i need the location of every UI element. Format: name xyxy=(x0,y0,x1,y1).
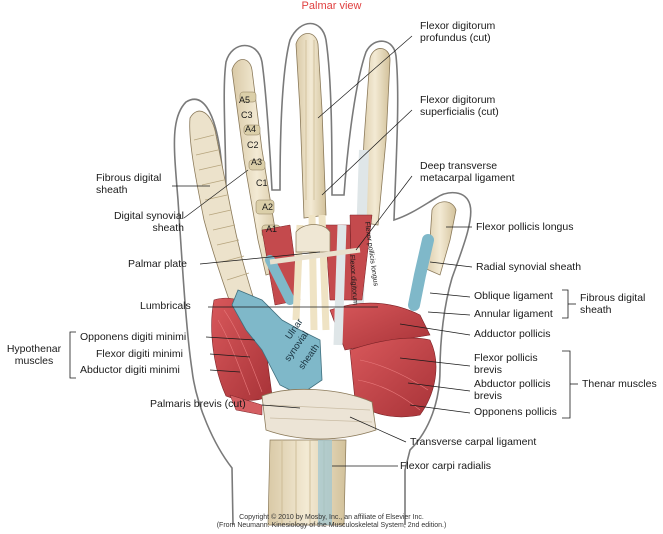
brackets xyxy=(69,289,578,419)
label-line: brevis xyxy=(474,390,503,402)
label-line: Flexor digitorum xyxy=(420,20,496,32)
fpl-label: Flexor pollicis longus xyxy=(476,221,574,233)
fds-tendon-strip xyxy=(333,224,347,346)
fcr-sheath xyxy=(318,440,332,525)
copyright-line-1: Copyright © 2010 by Mosby, Inc., an affi… xyxy=(239,514,424,521)
adm-label: Abductor digiti minimi xyxy=(80,364,180,376)
page-title: Palmar view xyxy=(301,0,362,12)
radial-synovial-sheath-shape xyxy=(408,234,434,311)
label-line: brevis xyxy=(474,364,503,376)
pulley-label: A3 xyxy=(251,157,262,167)
label-line: Hypothenar xyxy=(6,343,62,355)
label-line: sheath xyxy=(152,222,184,234)
tcl-label: Transverse carpal ligament xyxy=(410,436,537,448)
pulley-a2-band xyxy=(255,199,275,215)
pulley-label: C2 xyxy=(247,140,259,150)
pulley-label: A5 xyxy=(239,95,250,105)
label-line: sheath xyxy=(96,184,128,196)
label-line: Fibrous digital xyxy=(96,172,162,184)
palmar-plate-label: Palmar plate xyxy=(128,258,187,270)
label-line: profundus (cut) xyxy=(420,32,491,44)
pulley-label: A4 xyxy=(245,124,256,134)
transverse-carpal-ligament-shape xyxy=(261,388,377,440)
label-line: sheath xyxy=(580,304,612,316)
copyright-line-2: (From Neumann: Kinesiology of the Muscul… xyxy=(216,522,447,529)
label-line: Flexor pollicis xyxy=(474,352,538,364)
label-line: Deep transverse xyxy=(420,160,498,172)
thenar-label: Thenar muscles xyxy=(582,378,657,390)
pulley-a5-band xyxy=(239,91,257,103)
hand-outline xyxy=(173,22,472,526)
label-line: metacarpal ligament xyxy=(420,172,515,184)
pulley-label: C3 xyxy=(241,110,253,120)
adductor-pollicis-label: Adductor pollicis xyxy=(474,328,551,340)
label-line: Fibrous digital xyxy=(580,292,646,304)
label-line: Digital synovial xyxy=(113,210,184,222)
label-line: Flexor digitorum xyxy=(420,94,496,106)
middle-finger-tendon-lines xyxy=(305,40,315,200)
leader-lines xyxy=(172,35,473,467)
pulley-labels: A5 C3 A4 C2 A3 C1 A2 A1 xyxy=(239,95,277,234)
pulley-label: C1 xyxy=(256,178,268,188)
palmaris-brevis-shape xyxy=(229,394,263,416)
deep-transverse-ligament-shape xyxy=(269,247,361,265)
pulley-label: A1 xyxy=(266,224,277,234)
oblique-ligament-label: Oblique ligament xyxy=(474,290,553,302)
pulley-a3-band xyxy=(248,159,266,171)
label-line: Abductor pollicis xyxy=(474,378,551,390)
middle-finger xyxy=(295,33,327,219)
ulnar-synovial-sheath-shape xyxy=(231,289,323,396)
annular-ligament-label: Annular ligament xyxy=(474,308,553,320)
thenar-muscles xyxy=(349,337,437,418)
little-finger-bands xyxy=(193,134,250,281)
wrist-tendon-lines xyxy=(281,440,325,525)
palmaris-brevis-label: Palmaris brevis (cut) xyxy=(150,398,246,410)
lumbricals-label: Lumbricals xyxy=(140,300,191,312)
odm-label: Opponens digiti minimi xyxy=(80,331,187,343)
pulley-a4-band xyxy=(243,124,261,136)
pulley-label: A2 xyxy=(262,202,273,212)
wrist-tendons xyxy=(267,439,347,526)
palmar-plate-shape xyxy=(295,224,331,253)
ring-tendon-sheath xyxy=(265,255,295,305)
op-label: Opponens pollicis xyxy=(474,406,557,418)
label-line: superficialis (cut) xyxy=(420,106,499,118)
fcr-label: Flexor carpi radialis xyxy=(400,460,492,472)
fdm-label: Flexor digiti minimi xyxy=(96,348,183,360)
radial-synovial-label: Radial synovial sheath xyxy=(476,261,582,273)
label-line: muscles xyxy=(14,355,54,367)
fd-tendon-label: Flexor digitorum xyxy=(348,255,358,306)
fd-tendon-text: Flexor digitorum xyxy=(348,255,358,306)
thenar-fibers xyxy=(357,359,429,411)
tcl-fibers xyxy=(269,404,373,423)
thumb xyxy=(423,201,457,276)
